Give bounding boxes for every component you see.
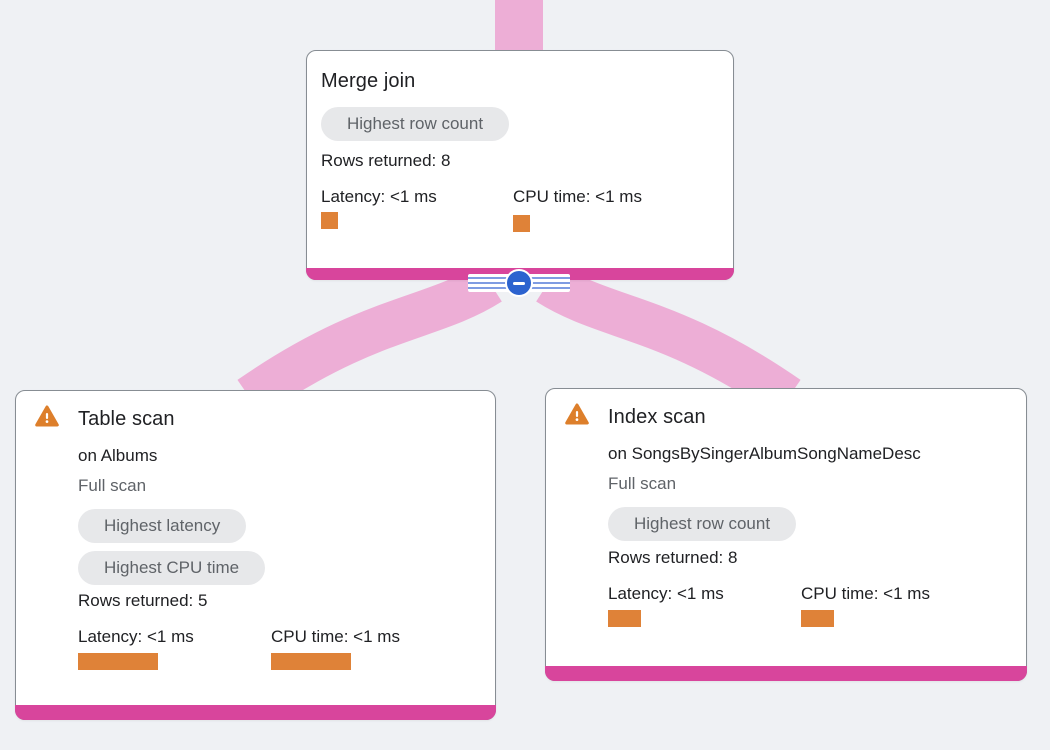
- rows-returned: Rows returned: 8: [321, 151, 451, 170]
- scan-type-label: Full scan: [78, 476, 147, 495]
- cpu-time-bar: [271, 653, 351, 670]
- node-title: Index scan: [608, 406, 706, 428]
- rows-returned: Rows returned: 8: [608, 548, 738, 567]
- node-title: Merge join: [321, 70, 416, 92]
- cpu-time-bar: [513, 215, 530, 232]
- edge-merge-join-to-table-scan: [237, 264, 502, 417]
- node-title: Table scan: [78, 408, 175, 430]
- warning-triangle-icon: [35, 405, 59, 427]
- badge-highest-row-count: Highest row count: [608, 507, 797, 541]
- latency-label: Latency: <1 ms: [321, 187, 437, 206]
- cpu-time-label: CPU time: <1 ms: [801, 584, 930, 603]
- latency-bar: [608, 610, 641, 627]
- scan-type-label: Full scan: [608, 474, 677, 493]
- latency-bar: [78, 653, 158, 670]
- edge-merge-join-to-index-scan: [536, 264, 801, 417]
- node-accent-bar: [545, 666, 1027, 681]
- cpu-time-label: CPU time: <1 ms: [271, 627, 400, 646]
- badge-highest-row-count: Highest row count: [321, 107, 510, 141]
- badge-highest-cpu-time: Highest CPU time: [78, 551, 266, 585]
- warning-triangle-icon: [565, 403, 589, 425]
- node-index-scan[interactable]: Index scan on SongsBySingerAlbumSongName…: [545, 388, 1027, 681]
- node-table-scan[interactable]: Table scan on Albums Full scan Highest l…: [15, 390, 496, 720]
- node-accent-bar: [15, 705, 496, 720]
- rows-returned: Rows returned: 5: [78, 591, 208, 610]
- collapse-node-button[interactable]: [505, 269, 533, 297]
- badge-highest-latency: Highest latency: [78, 509, 247, 543]
- node-subtitle: on SongsBySingerAlbumSongNameDesc: [608, 444, 921, 463]
- edge-parent-to-merge-join: [495, 0, 543, 52]
- minus-icon: [513, 281, 525, 285]
- node-merge-join[interactable]: Merge join Highest row count Rows return…: [306, 50, 734, 280]
- collapse-control: [468, 269, 570, 297]
- cpu-time-label: CPU time: <1 ms: [513, 187, 642, 206]
- node-subtitle: on Albums: [78, 446, 158, 465]
- cpu-time-bar: [801, 610, 834, 627]
- latency-label: Latency: <1 ms: [608, 584, 724, 603]
- latency-label: Latency: <1 ms: [78, 627, 194, 646]
- latency-bar: [321, 212, 338, 229]
